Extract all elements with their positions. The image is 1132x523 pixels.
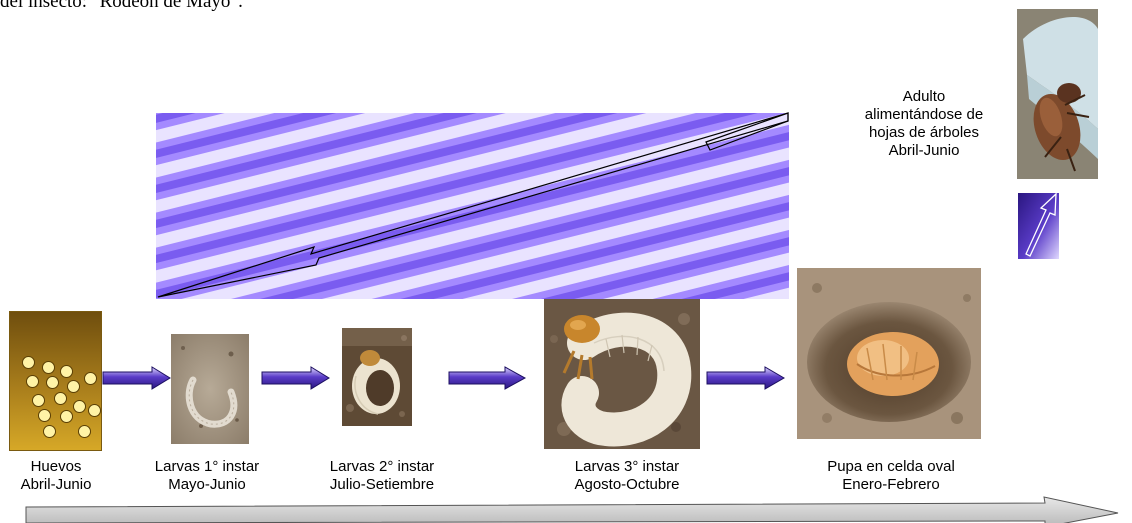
- egg-icon: [46, 376, 59, 389]
- egg-icon: [42, 361, 55, 374]
- arrow-to-adult: [1018, 193, 1059, 259]
- egg-icon: [22, 356, 35, 369]
- stage-title: Pupa en celda oval: [806, 458, 976, 476]
- pupa-photo: [797, 268, 981, 439]
- egg-icon: [26, 375, 39, 388]
- stage-period: Agosto-Octubre: [552, 476, 702, 494]
- stage-title: Huevos: [0, 458, 116, 476]
- adult-caption-line: hojas de árboles: [844, 124, 1004, 142]
- stage-period: Mayo-Junio: [142, 476, 272, 494]
- egg-icon: [38, 409, 51, 422]
- egg-icon: [78, 425, 91, 438]
- larva-1-photo: [171, 334, 249, 444]
- adult-caption: Adulto alimentándose de hojas de árboles…: [844, 88, 1004, 160]
- stage-caption-larva-3: Larvas 3° instar Agosto-Octubre: [552, 458, 702, 494]
- egg-icon: [43, 425, 56, 438]
- larva-2-photo: [342, 328, 412, 426]
- stage-arrow-4: [707, 367, 784, 389]
- stage-caption-pupa: Pupa en celda oval Enero-Febrero: [806, 458, 976, 494]
- stage-title: Larvas 1° instar: [142, 458, 272, 476]
- egg-icon: [60, 410, 73, 423]
- stage-title: Larvas 3° instar: [552, 458, 702, 476]
- stage-title: Larvas 2° instar: [312, 458, 452, 476]
- stage-arrow-2: [262, 367, 329, 389]
- stage-caption-larva-2: Larvas 2° instar Julio-Setiembre: [312, 458, 452, 494]
- adult-caption-line: Abril-Junio: [844, 142, 1004, 160]
- stage-arrow-1: [103, 367, 170, 389]
- timeline-arrow: [26, 497, 1118, 523]
- stage-caption-huevos: Huevos Abril-Junio: [0, 458, 116, 494]
- egg-icon: [84, 372, 97, 385]
- egg-icon: [54, 392, 67, 405]
- egg-icon: [67, 380, 80, 393]
- stage-arrow-3: [449, 367, 525, 389]
- adult-caption-line: alimentándose de: [844, 106, 1004, 124]
- adult-caption-line: Adulto: [844, 88, 1004, 106]
- eggs-illustration: [9, 311, 102, 451]
- stage-period: Enero-Febrero: [806, 476, 976, 494]
- egg-icon: [73, 400, 86, 413]
- egg-icon: [88, 404, 101, 417]
- larva-3-photo: [544, 299, 700, 449]
- adult-photo: [1017, 9, 1098, 179]
- stage-caption-larva-1: Larvas 1° instar Mayo-Junio: [142, 458, 272, 494]
- stage-period: Abril-Junio: [0, 476, 116, 494]
- egg-icon: [32, 394, 45, 407]
- stage-period: Julio-Setiembre: [312, 476, 452, 494]
- egg-icon: [60, 365, 73, 378]
